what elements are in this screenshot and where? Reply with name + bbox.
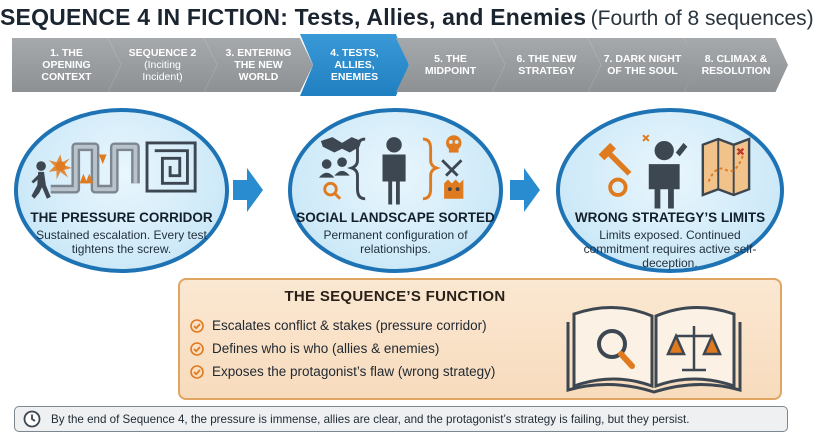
step-2-line3: Incident) [142, 71, 183, 83]
spikes-icon [79, 154, 107, 184]
step-3-line1: 3. ENTERING [225, 47, 292, 59]
step-1-line3: CONTEXT [41, 71, 92, 83]
panel-wrong-strategy: WRONG STRATEGY’S LIMITS Limits exposed. … [556, 108, 784, 273]
step-1-line2: OPENING [42, 59, 91, 71]
step-7-line2: OF THE SOUL [607, 65, 678, 77]
step-5-line1: 5. THE [434, 53, 467, 65]
social-landscape-illustration [318, 135, 464, 205]
step-4-line2: ALLIES, [334, 59, 375, 71]
list-item: Exposes the protagonist’s flaw (wrong st… [190, 360, 610, 383]
summary-bar: By the end of Sequence 4, the pressure i… [14, 406, 788, 432]
function-item-3: Exposes the protagonist’s flaw (wrong st… [212, 364, 496, 379]
function-list: Escalates conflict & stakes (pressure co… [190, 314, 610, 383]
magnifier-icon [323, 181, 342, 200]
panel-2-title: SOCIAL LANDSCAPE SORTED [296, 210, 495, 225]
frustration-icon [642, 134, 650, 142]
step-1-line1: 1. THE [50, 47, 83, 59]
check-circle-icon [190, 318, 204, 333]
pressure-corridor-illustration [31, 141, 197, 199]
summary-text: By the end of Sequence 4, the pressure i… [51, 412, 690, 426]
step-2-line1: SEQUENCE 2 [128, 47, 197, 59]
brace-left-icon [347, 137, 366, 201]
walking-person-icon [31, 161, 51, 199]
burst-icon [48, 154, 72, 180]
step-3-line2: THE NEW [234, 59, 283, 71]
clock-icon [23, 410, 41, 428]
broken-gear-icon [608, 177, 628, 197]
function-item-1: Escalates conflict & stakes (pressure co… [212, 318, 487, 333]
step-8-line2: RESOLUTION [701, 65, 771, 77]
panel-pressure-corridor: THE PRESSURE CORRIDOR Sustained escalati… [14, 108, 229, 273]
step-4-line1: 4. TESTS, [330, 47, 379, 59]
panel-1-title: THE PRESSURE CORRIDOR [30, 210, 213, 225]
swords-icon [441, 159, 463, 177]
brace-right-icon [422, 137, 441, 201]
scales-icon [666, 326, 722, 372]
function-title: THE SEQUENCE’S FUNCTION [284, 288, 506, 305]
panel-2-desc: Permanent configuration of relationships… [323, 228, 468, 256]
step-6-line1: 6. THE NEW [516, 53, 577, 65]
check-circle-icon [190, 341, 204, 356]
function-item-2: Defines who is who (allies & enemies) [212, 341, 440, 356]
check-circle-icon [190, 364, 204, 379]
step-8-line1: 8. CLIMAX & [704, 53, 768, 65]
step-7-line1: 7. DARK NIGHT [603, 53, 682, 65]
panel-3-title: WRONG STRATEGY’S LIMITS [574, 210, 766, 225]
title-main: SEQUENCE 4 IN FICTION: Tests, Allies, an… [0, 4, 587, 30]
magnifier-icon [597, 329, 635, 369]
step-4-line3: ENEMIES [330, 71, 379, 83]
sequence-step-8: 8. CLIMAX &RESOLUTION [684, 38, 788, 92]
wrench-icon [598, 142, 632, 176]
panel-social-landscape: SOCIAL LANDSCAPE SORTED Permanent config… [288, 108, 503, 273]
sequence-step-4-active: 4. TESTS,ALLIES,ENEMIES [300, 34, 409, 96]
list-item: Escalates conflict & stakes (pressure co… [190, 314, 610, 337]
step-6-line2: STRATEGY [518, 65, 575, 77]
step-3-line3: WORLD [238, 71, 279, 83]
wrong-strategy-illustration [598, 134, 751, 209]
title-sub: (Fourth of 8 sequences) [590, 7, 814, 30]
central-person-icon [382, 137, 406, 205]
open-book-icon [566, 306, 742, 394]
maze-icon [145, 141, 197, 193]
step-5-line2: MIDPOINT [424, 65, 477, 77]
skull-icon [446, 135, 462, 153]
sequence-function-box: THE SEQUENCE’S FUNCTION Escalates confli… [178, 278, 782, 400]
people-group-icon [318, 157, 350, 178]
step-2-line2: (Inciting [144, 59, 181, 71]
handshake-icon [320, 137, 362, 153]
confused-person-icon [648, 140, 688, 209]
flow-arrow-icon [510, 168, 540, 212]
page-title: SEQUENCE 4 IN FICTION: Tests, Allies, an… [0, 4, 814, 34]
list-item: Defines who is who (allies & enemies) [190, 337, 610, 360]
map-icon [701, 137, 751, 197]
panel-1-desc: Sustained escalation. Every test tighten… [36, 228, 207, 256]
panel-3-desc: Limits exposed. Continued commitment req… [583, 228, 757, 270]
flow-arrow-icon [233, 168, 263, 212]
monster-icon [444, 179, 464, 199]
